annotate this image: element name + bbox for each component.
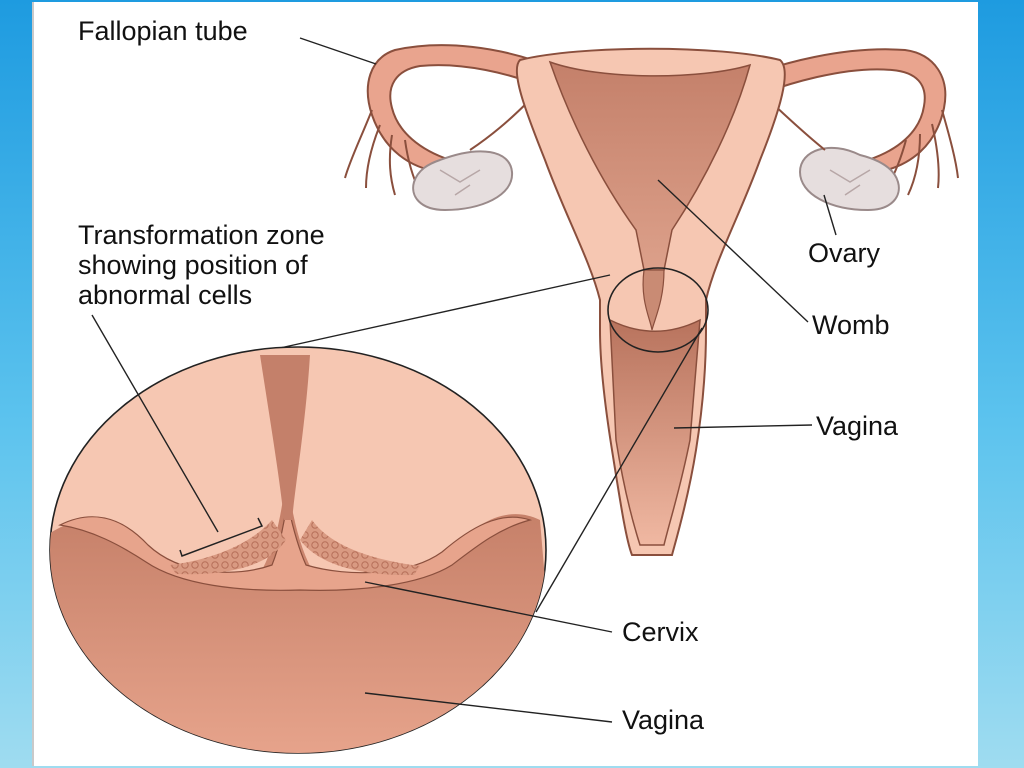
leader-lines	[91, 37, 837, 723]
magnified-cervix	[49, 346, 547, 754]
left-ovary	[412, 89, 541, 212]
zoom-line-top	[261, 274, 611, 353]
cervix-highlight-circle	[607, 267, 709, 353]
label-cervix: Cervix	[622, 617, 699, 647]
label-transformation-zone-1: Transformation zone	[78, 220, 325, 250]
label-transformation-zone-3: abnormal cells	[78, 280, 252, 310]
label-transformation-zone-2: showing position of	[78, 250, 308, 280]
label-fallopian-tube: Fallopian tube	[78, 16, 248, 46]
right-ovary	[759, 91, 900, 212]
label-womb: Womb	[812, 310, 890, 340]
uterus	[515, 47, 786, 556]
zoom-line-bottom	[535, 327, 703, 613]
label-vagina-upper: Vagina	[816, 411, 899, 441]
label-ovary: Ovary	[808, 238, 881, 268]
label-vagina-lower: Vagina	[622, 705, 705, 735]
